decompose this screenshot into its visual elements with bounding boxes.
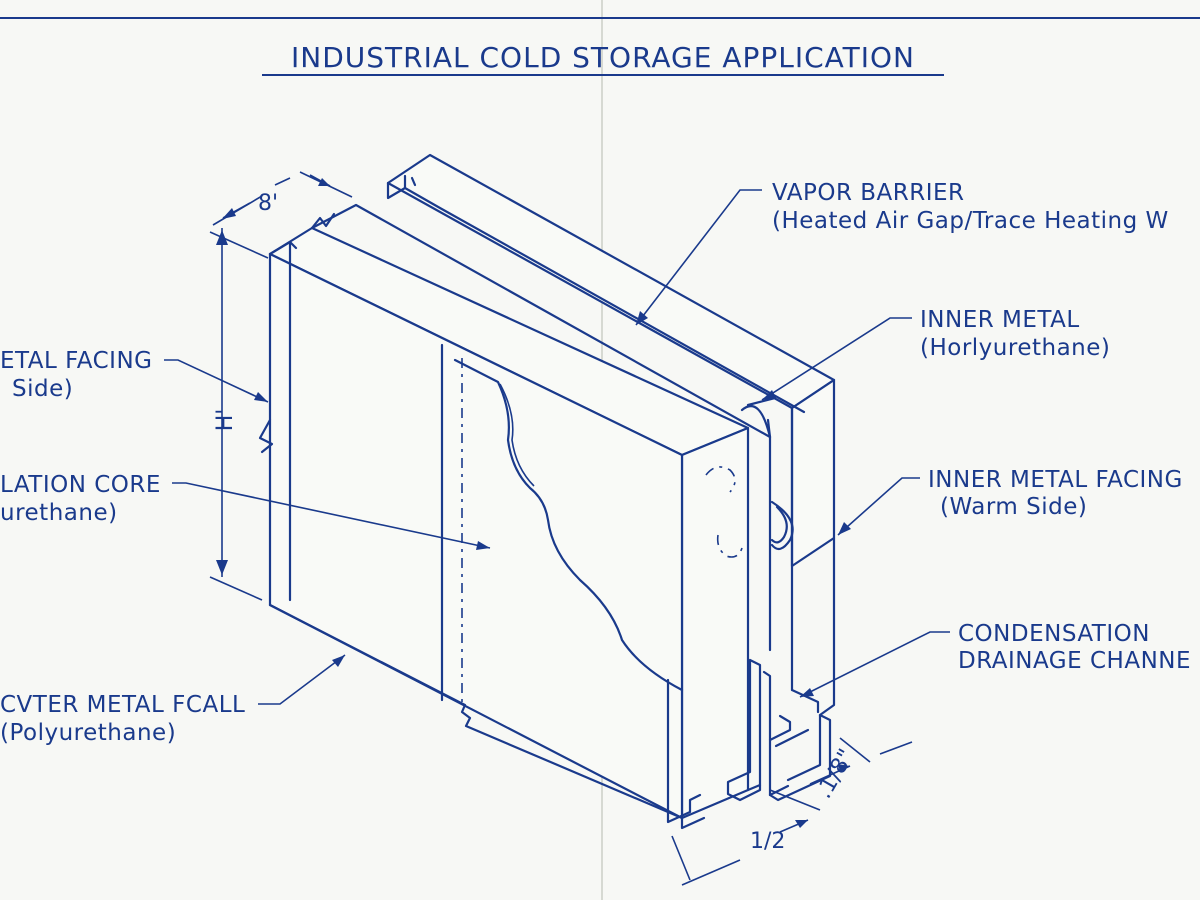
label-insulation-core-detail: urethane) [0, 500, 118, 526]
leader-outer-metal [258, 654, 346, 705]
label-inner-metal-detail: (Horlyurethane) [920, 335, 1110, 361]
bottom-break-line [268, 603, 684, 820]
label-insulation-core: LATION CORE [0, 472, 161, 498]
leader-inner-metal [761, 317, 912, 401]
label-vapor-barrier: VAPOR BARRIER [772, 180, 965, 206]
label-vapor-barrier-detail: (Heated Air Gap/Trace Heating W [772, 208, 1169, 234]
label-outer-metal-detail: (Polyurethane) [0, 720, 176, 746]
dimension-height: H' [209, 228, 269, 601]
inner-metal-layer [310, 203, 794, 652]
leader-inner-metal-facing [837, 477, 920, 536]
back-channel [386, 153, 836, 717]
label-outer-facing: ETAL FACING [0, 348, 152, 374]
label-condensation-detail: DRAINAGE CHANNE [958, 648, 1191, 674]
label-inner-metal-facing-detail: (Warm Side) [940, 494, 1087, 520]
dimension-depth-label: 8' [258, 191, 278, 216]
label-condensation: CONDENSATION [958, 621, 1150, 647]
left-break-line [258, 418, 274, 454]
drawing-title: INDUSTRIAL COLD STORAGE APPLICATION [291, 41, 915, 74]
label-outer-facing-detail: Side) [12, 376, 73, 402]
dimension-bottom-depth-label: .1/8" [812, 745, 860, 803]
label-inner-metal-facing: INNER METAL FACING [928, 467, 1183, 493]
cutaway-curve-inner [499, 383, 535, 487]
leader-vapor-barrier [635, 189, 762, 326]
leader-insulation-core [172, 482, 491, 550]
dimension-depth: 8' [212, 171, 353, 226]
leader-outer-facing [164, 359, 269, 403]
fastener-hidden-top [705, 466, 736, 493]
leader-condensation [799, 631, 950, 698]
label-inner-metal: INNER METAL [920, 307, 1080, 333]
fastener-hidden-bottom [716, 534, 743, 558]
dimension-height-label: H' [213, 409, 238, 432]
dimension-bottom-width-label: 1/2 [750, 829, 785, 854]
cutaway-curve [453, 358, 684, 692]
label-outer-metal: CVTER METAL FCALL [0, 692, 245, 718]
drainage-channel [666, 658, 832, 830]
